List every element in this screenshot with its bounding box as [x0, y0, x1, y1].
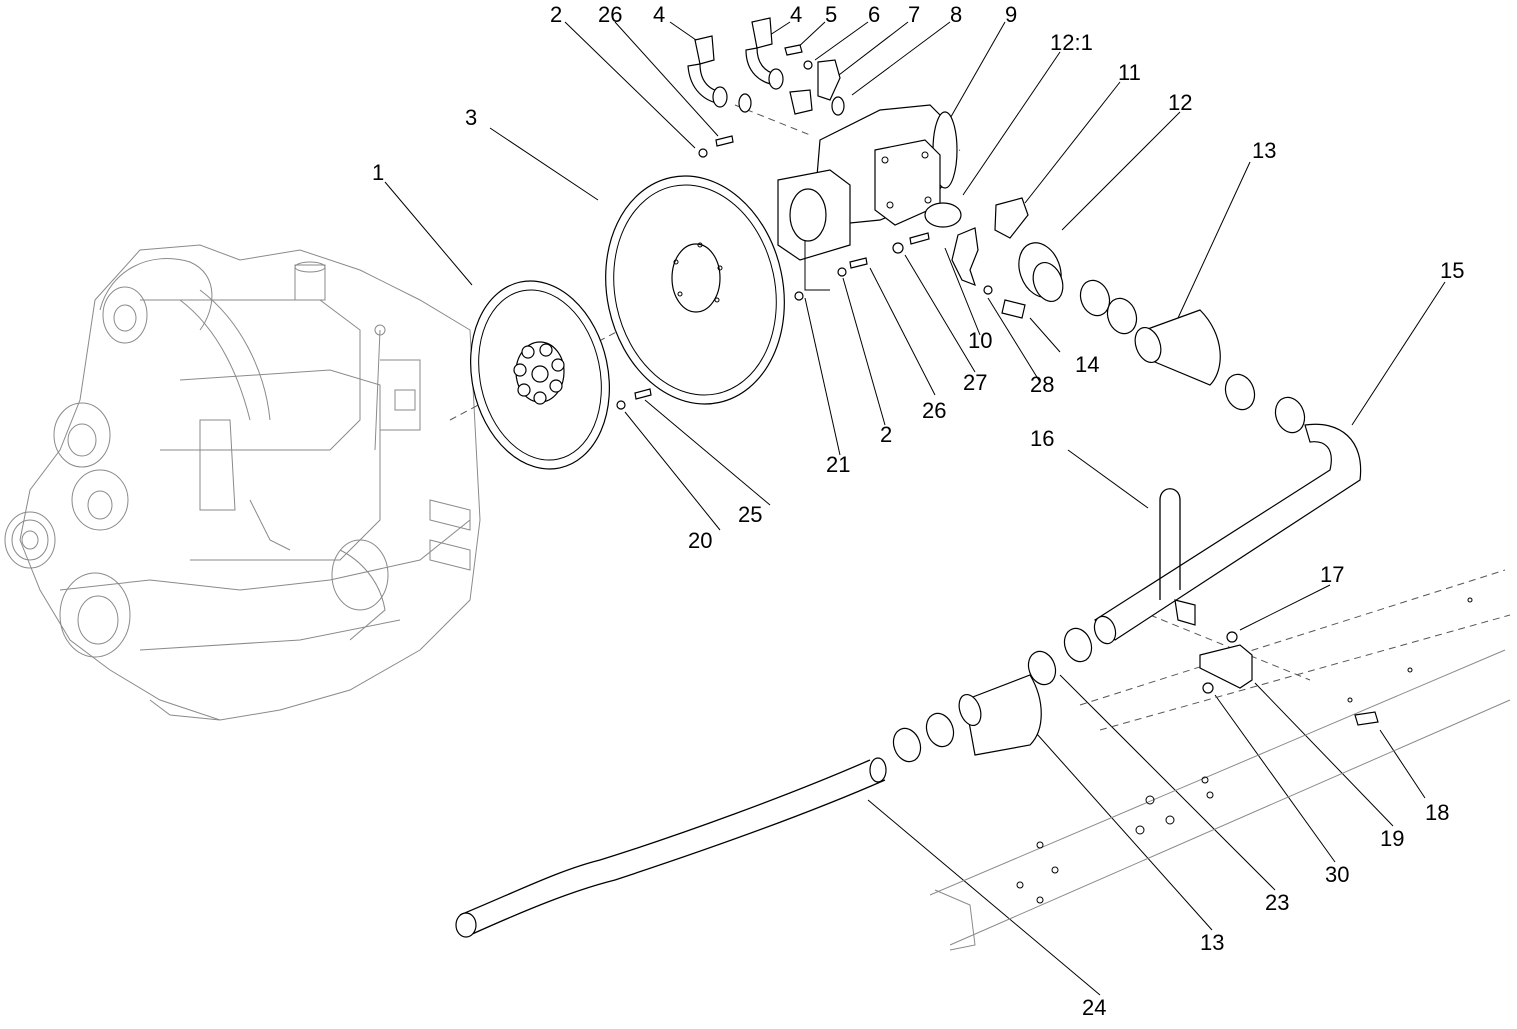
hanger-rod: [1159, 488, 1196, 626]
engine-assembly: [4, 244, 481, 721]
callout-24: 24: [1082, 995, 1106, 1020]
callout-25: 25: [738, 502, 762, 527]
callout-13-top: 13: [1252, 138, 1276, 163]
upper-hose-assembly: [1079, 279, 1306, 434]
callout-28: 28: [1030, 372, 1054, 397]
callout-20: 20: [688, 528, 712, 553]
callout-27: 27: [963, 370, 987, 395]
callout-labels: 1 3 2 26 4 4 5 6 7 8 9 12:1 11 12 13 15 …: [372, 2, 1464, 1020]
callout-13-bottom: 13: [1200, 930, 1224, 955]
callout-17: 17: [1320, 562, 1344, 587]
callout-18: 18: [1425, 800, 1449, 825]
callout-8: 8: [950, 2, 962, 27]
callout-15: 15: [1440, 258, 1464, 283]
callout-12: 12: [1168, 90, 1192, 115]
frame-rail: [929, 569, 1511, 951]
callout-23: 23: [1265, 890, 1289, 915]
fittings: [687, 17, 845, 116]
callout-4-right: 4: [790, 2, 802, 27]
flex-plate: [470, 280, 610, 470]
callout-5: 5: [825, 2, 837, 27]
callout-9: 9: [1005, 2, 1017, 27]
split-flange: [951, 197, 1064, 302]
callout-14: 14: [1075, 352, 1099, 377]
callout-26-bottom: 26: [922, 398, 946, 423]
callout-4-left: 4: [653, 2, 665, 27]
callout-7: 7: [908, 2, 920, 27]
callout-12-1: 12:1: [1050, 30, 1093, 55]
hydraulic-pump: [777, 104, 958, 291]
callout-21: 21: [826, 452, 850, 477]
mounting-bracket: [1199, 631, 1379, 726]
lower-hose-assembly: [892, 627, 1093, 763]
bolts-and-washers: [616, 135, 1026, 410]
callout-19: 19: [1380, 826, 1404, 851]
callout-2-bottom: 2: [880, 422, 892, 447]
callout-26-top: 26: [598, 2, 622, 27]
tube-assembly: [1093, 423, 1362, 645]
callout-11: 11: [1118, 60, 1141, 85]
callout-3: 3: [465, 105, 477, 130]
callout-2-top: 2: [550, 2, 562, 27]
tailpipe: [455, 757, 887, 938]
callout-1: 1: [372, 160, 384, 185]
callout-16: 16: [1030, 426, 1054, 451]
callout-30: 30: [1325, 862, 1349, 887]
leader-lines: [384, 21, 1446, 996]
callout-6: 6: [868, 2, 880, 27]
adapter-plate: [605, 175, 785, 405]
callout-10: 10: [968, 328, 992, 353]
